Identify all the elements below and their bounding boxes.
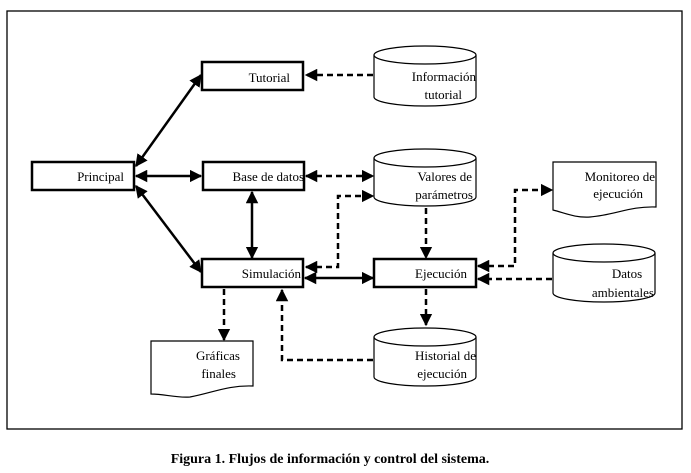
base-datos-label: Base de datos (233, 169, 304, 184)
datos-amb-line2: ambientales (592, 285, 654, 300)
monitoreo-line2: ejecución (593, 186, 643, 201)
flow-historial-simulacion (275, 288, 373, 362)
flow-principal-simulacion (135, 185, 202, 273)
principal-label: Principal (77, 169, 124, 184)
info-tutorial-line2: tutorial (424, 87, 462, 102)
flow-simulacion-valores (304, 189, 375, 274)
historial-line1: Historial de (415, 348, 476, 363)
store-datos-ambientales: Datos ambientales (552, 243, 656, 303)
valores-line1: Valores de (417, 169, 472, 184)
graficas-line2: finales (201, 366, 236, 381)
process-base-datos: Base de datos (201, 160, 306, 192)
process-ejecucion: Ejecución (372, 257, 478, 289)
flow-ejecucion-monitoreo (476, 183, 554, 273)
process-simulacion: Simulación (200, 257, 305, 289)
store-info-tutorial: Información tutorial (373, 45, 477, 107)
doc-monitoreo: Monitoreo de ejecución (552, 161, 657, 218)
process-tutorial: Tutorial (200, 60, 305, 92)
valores-line2: parámetros (415, 187, 473, 202)
monitoreo-line1: Monitoreo de (585, 169, 656, 184)
info-tutorial-line1: Información (412, 69, 477, 84)
tutorial-label: Tutorial (249, 70, 291, 85)
graficas-line1: Gráficas (196, 348, 240, 363)
datos-amb-line1: Datos (612, 266, 642, 281)
simulacion-label: Simulación (242, 266, 302, 281)
flow-principal-tutorial (134, 73, 203, 168)
doc-graficas: Gráficas finales (150, 340, 254, 398)
historial-line2: ejecución (417, 366, 467, 381)
figure-caption: Figura 1. Flujos de información y contro… (171, 452, 490, 467)
ejecucion-label: Ejecución (415, 266, 467, 281)
store-valores-parametros: Valores de parámetros (373, 148, 477, 207)
process-principal: Principal (30, 160, 136, 192)
store-historial-ejecucion: Historial de ejecución (373, 327, 477, 387)
